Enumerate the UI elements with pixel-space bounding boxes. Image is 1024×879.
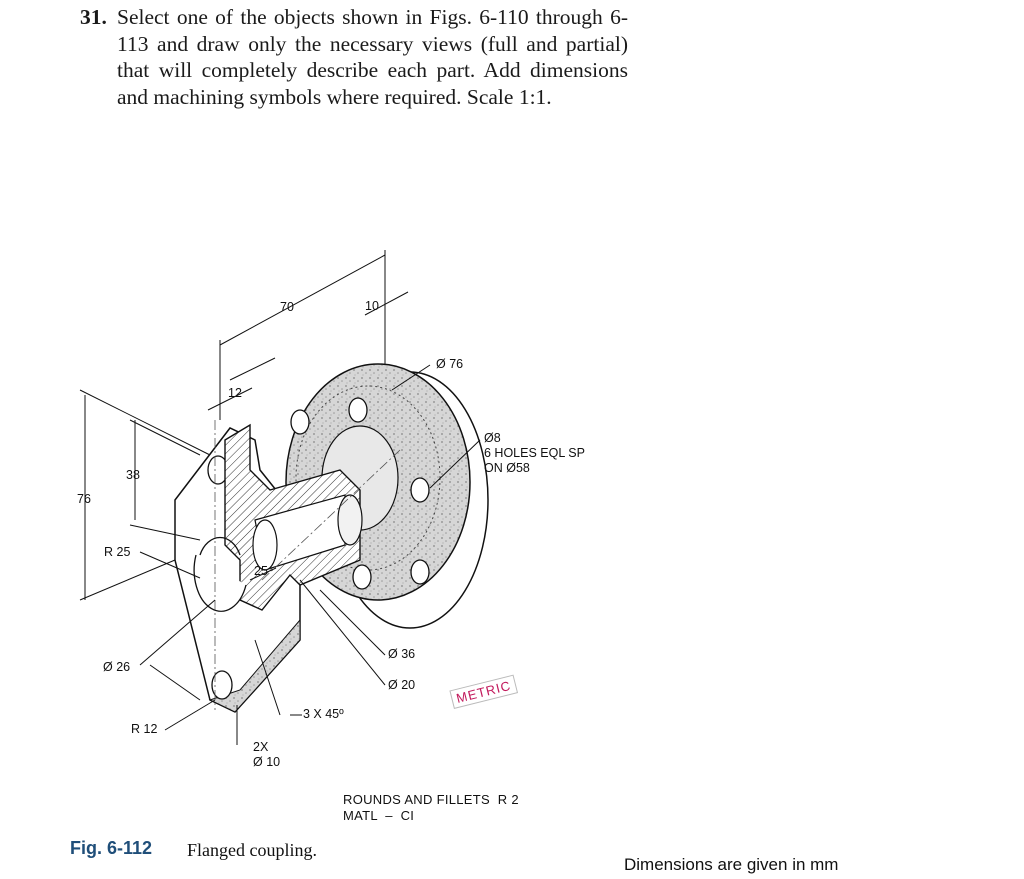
dim-dia76: Ø 76 [436, 357, 464, 371]
flange-hole-4 [410, 559, 430, 585]
dim-38: 38 [126, 468, 140, 482]
dim-r25: R 25 [104, 545, 131, 559]
dim-r12: R 12 [131, 722, 158, 736]
flange-hole-5 [352, 564, 372, 590]
dim-2x: 2X [253, 740, 269, 754]
dim-holes-count: 6 HOLES EQL SP [484, 446, 585, 460]
flange-disk [285, 363, 489, 629]
dim-12: 12 [228, 386, 242, 400]
dim-chamfer: 3 X 45º [303, 707, 344, 721]
dim-76: 76 [77, 492, 91, 506]
dimension-lines [79, 250, 481, 745]
problem-statement: 31. Select one of the objects shown in F… [80, 4, 628, 110]
problem-number: 31. [80, 5, 107, 29]
center-lines [214, 420, 401, 710]
hub-section [193, 423, 363, 612]
problem-text: Select one of the objects shown in Figs.… [117, 5, 628, 109]
dim-25: 25 [254, 564, 268, 578]
flange-hole-3 [410, 477, 430, 503]
dim-dia20: Ø 20 [388, 678, 416, 692]
rounds-note: ROUNDS AND FILLETS R 2 [343, 792, 519, 807]
dim-dia26: Ø 26 [103, 660, 131, 674]
dim-dia36: Ø 36 [388, 647, 416, 661]
units-note: Dimensions are given in mm [624, 855, 839, 874]
figure-number: Fig. 6-112 [70, 838, 153, 858]
dim-70: 70 [280, 300, 294, 314]
flange-hole-1 [290, 409, 310, 435]
dim-holes-bolt-circle: ON Ø58 [484, 461, 530, 475]
plate-hole-bottom [211, 670, 233, 700]
figure-title: Flanged coupling. [187, 840, 317, 860]
dim-10: 10 [365, 299, 379, 313]
material-note: MATL – CI [343, 808, 415, 823]
dim-holes-dia8: Ø8 [484, 431, 501, 445]
flange-hole-2 [348, 397, 368, 423]
dim-dia10: Ø 10 [253, 755, 281, 769]
